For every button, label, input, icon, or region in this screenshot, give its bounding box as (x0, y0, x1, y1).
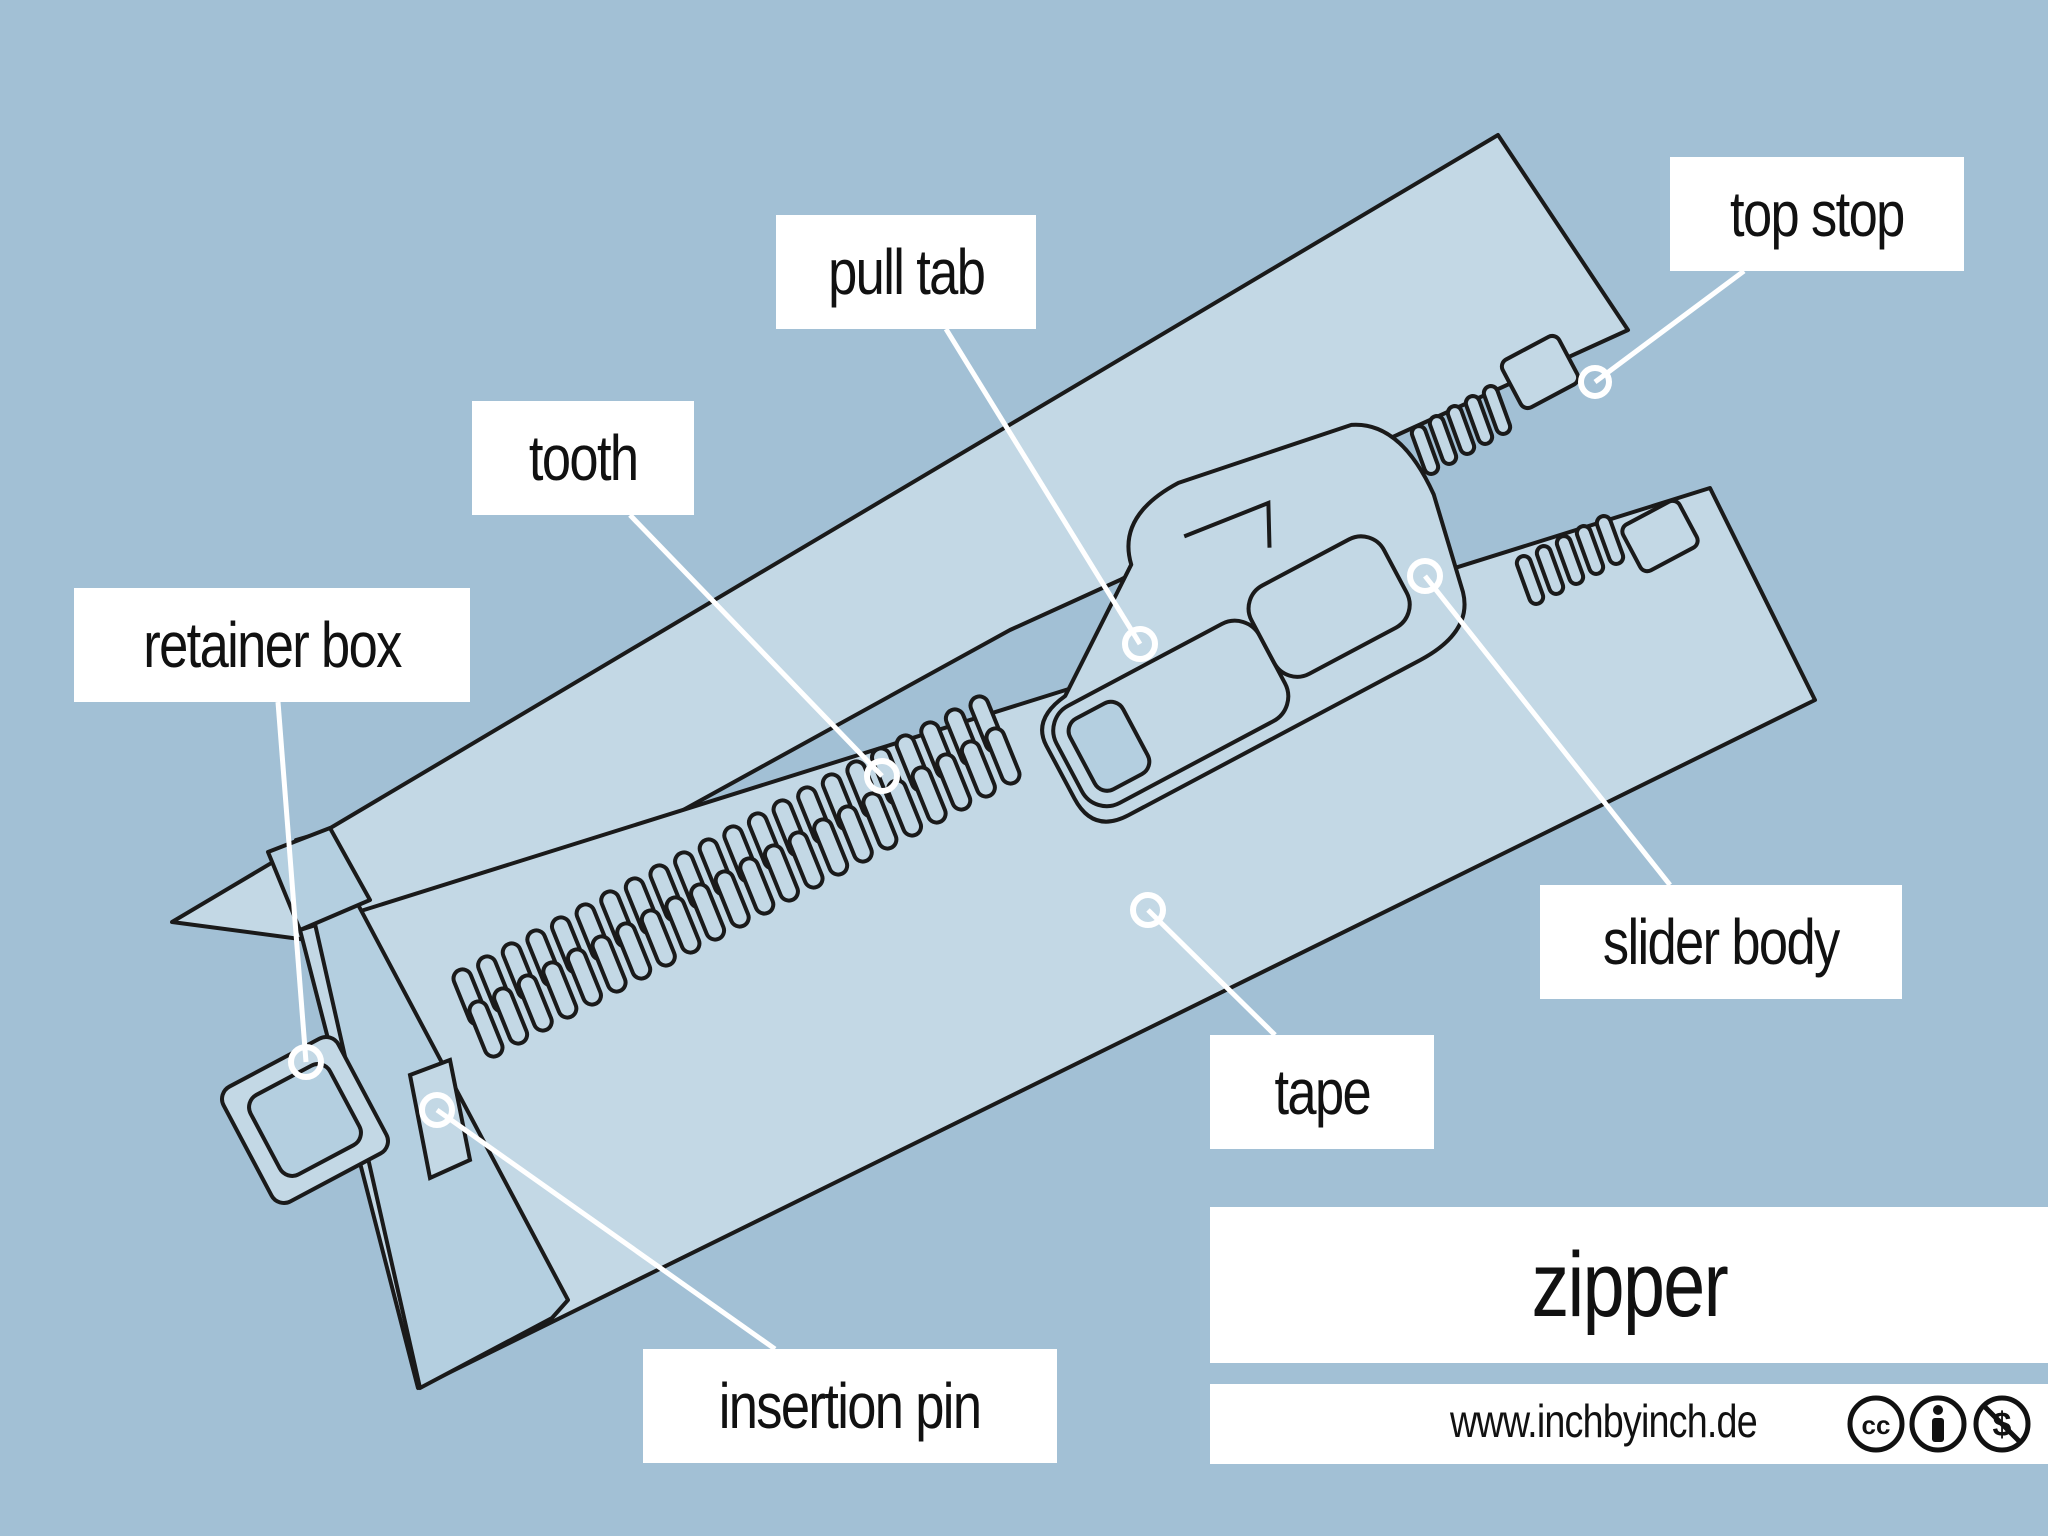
tooth (861, 791, 899, 851)
marker-tooth (864, 758, 900, 794)
tooth (762, 843, 800, 903)
label-pull-tab: pull tab (776, 215, 1036, 329)
svg-text:cc: cc (1862, 1410, 1891, 1440)
zipper-teeth (451, 694, 1022, 1059)
tooth (492, 986, 530, 1046)
website-link[interactable]: www.inchbyinch.de (1450, 1395, 1758, 1447)
tooth (836, 804, 874, 864)
leader-pull-tab (943, 327, 1143, 646)
page-title: zipper (1531, 1233, 1728, 1336)
cc-icon: cc (1847, 1395, 1905, 1453)
label-insertion-pin: insertion pin (643, 1349, 1057, 1463)
marker-top-stop (1578, 365, 1612, 399)
tooth (1554, 534, 1586, 586)
tooth (1534, 544, 1566, 596)
leader-tape (1146, 908, 1277, 1037)
footer-bar: www.inchbyinch.de cc $ (1210, 1384, 2048, 1464)
leader-retainer-box (275, 701, 309, 1063)
leader-top-stop (1593, 268, 1746, 385)
marker-tape (1130, 892, 1166, 928)
label-tooth: tooth (472, 401, 694, 515)
tooth (713, 869, 751, 929)
tooth (516, 973, 554, 1033)
tooth (1481, 384, 1513, 436)
title-box: zipper (1210, 1207, 2048, 1363)
marker-pull-tab (1122, 626, 1158, 662)
tooth (1463, 394, 1495, 446)
marker-insertion-pin (419, 1092, 455, 1128)
tooth (689, 882, 727, 942)
tooth (1445, 404, 1477, 456)
tooth (959, 739, 997, 799)
tooth (664, 895, 702, 955)
attribution-icon (1909, 1395, 1967, 1453)
tooth (738, 856, 776, 916)
tooth (639, 908, 677, 968)
slider-lock (1246, 534, 1412, 679)
upper-open-teeth (1409, 384, 1513, 476)
label-retainer-box: retainer box (74, 588, 470, 702)
tooth (812, 817, 850, 877)
leader-tooth (628, 513, 884, 778)
tooth (1514, 554, 1546, 606)
marker-retainer-box (288, 1044, 324, 1080)
tooth (935, 752, 973, 812)
tooth (1594, 514, 1626, 566)
label-slider-body: slider body (1540, 885, 1902, 999)
label-tape: tape (1210, 1035, 1434, 1149)
top-stop-lower (1620, 498, 1700, 574)
license-icons[interactable]: cc $ (1846, 1392, 2036, 1456)
slider (1040, 422, 1467, 824)
insertion-pin-shape (407, 1057, 473, 1181)
leader-slider-body (1423, 574, 1672, 887)
tooth (541, 960, 579, 1020)
slider-ridge (1183, 500, 1272, 548)
tooth (467, 999, 505, 1059)
top-stop-upper (1499, 333, 1581, 411)
non-commercial-icon: $ (1973, 1395, 2031, 1453)
lower-open-teeth (1514, 514, 1626, 606)
marker-slider-body (1407, 558, 1443, 594)
tooth (1409, 424, 1441, 476)
tooth (984, 726, 1022, 786)
pull-tab-hole (1066, 699, 1152, 793)
tooth (787, 830, 825, 890)
tooth (910, 765, 948, 825)
tooth (1427, 414, 1459, 466)
tooth (565, 947, 603, 1007)
tooth (590, 934, 628, 994)
label-top-stop: top stop (1670, 157, 1964, 271)
retainer-box-shape (220, 1035, 390, 1205)
tooth (1574, 524, 1606, 576)
tooth (615, 921, 653, 981)
leader-insertion-pin (435, 1107, 777, 1352)
